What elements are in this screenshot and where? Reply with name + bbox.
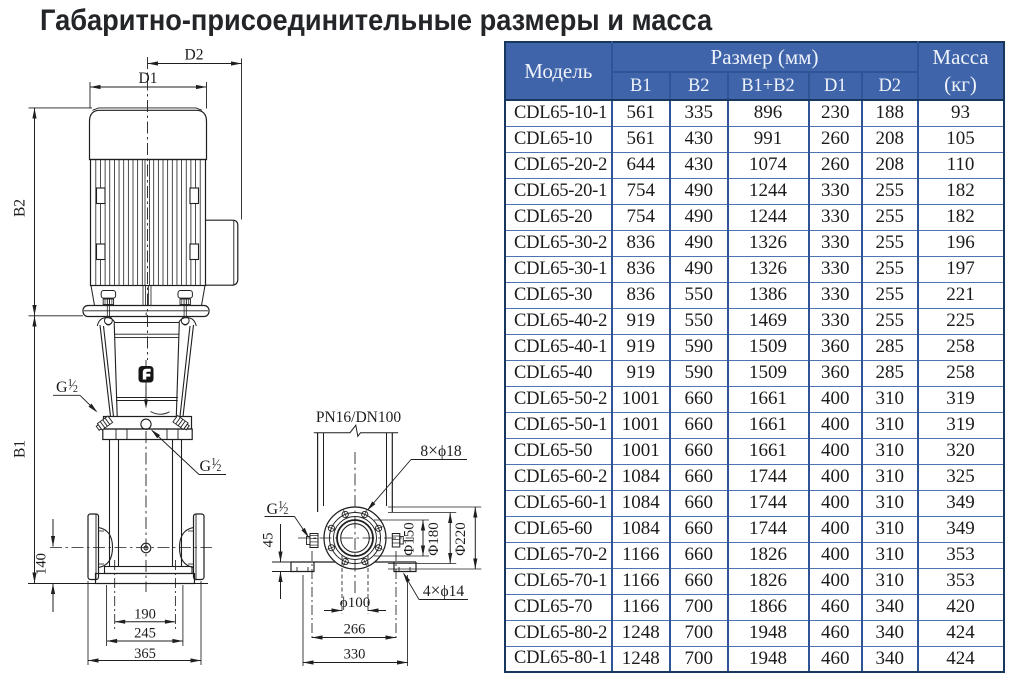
svg-text:4×ϕ14: 4×ϕ14 bbox=[423, 580, 465, 600]
svg-text:PN16/DN100: PN16/DN100 bbox=[316, 409, 402, 426]
svg-text:190: 190 bbox=[134, 607, 156, 623]
svg-text:Φ180: Φ180 bbox=[426, 522, 442, 555]
svg-text:D1: D1 bbox=[139, 70, 158, 87]
svg-text:D2: D2 bbox=[185, 47, 204, 64]
svg-text:G1⁄2: G1⁄2 bbox=[56, 377, 78, 396]
svg-text:G1⁄2: G1⁄2 bbox=[200, 456, 222, 475]
svg-text:B1: B1 bbox=[12, 440, 29, 458]
svg-text:B2: B2 bbox=[12, 199, 29, 217]
svg-text:Φ220: Φ220 bbox=[453, 522, 469, 555]
svg-text:266: 266 bbox=[344, 622, 366, 638]
svg-text:G1⁄2: G1⁄2 bbox=[267, 499, 289, 518]
svg-text:45: 45 bbox=[261, 533, 277, 548]
svg-text:ϕ100: ϕ100 bbox=[340, 595, 370, 611]
svg-text:Φ150: Φ150 bbox=[401, 522, 417, 555]
svg-text:245: 245 bbox=[134, 626, 156, 642]
svg-text:365: 365 bbox=[134, 646, 156, 662]
svg-text:8×ϕ18: 8×ϕ18 bbox=[420, 440, 462, 460]
svg-text:140: 140 bbox=[34, 553, 50, 575]
svg-text:330: 330 bbox=[344, 647, 366, 663]
